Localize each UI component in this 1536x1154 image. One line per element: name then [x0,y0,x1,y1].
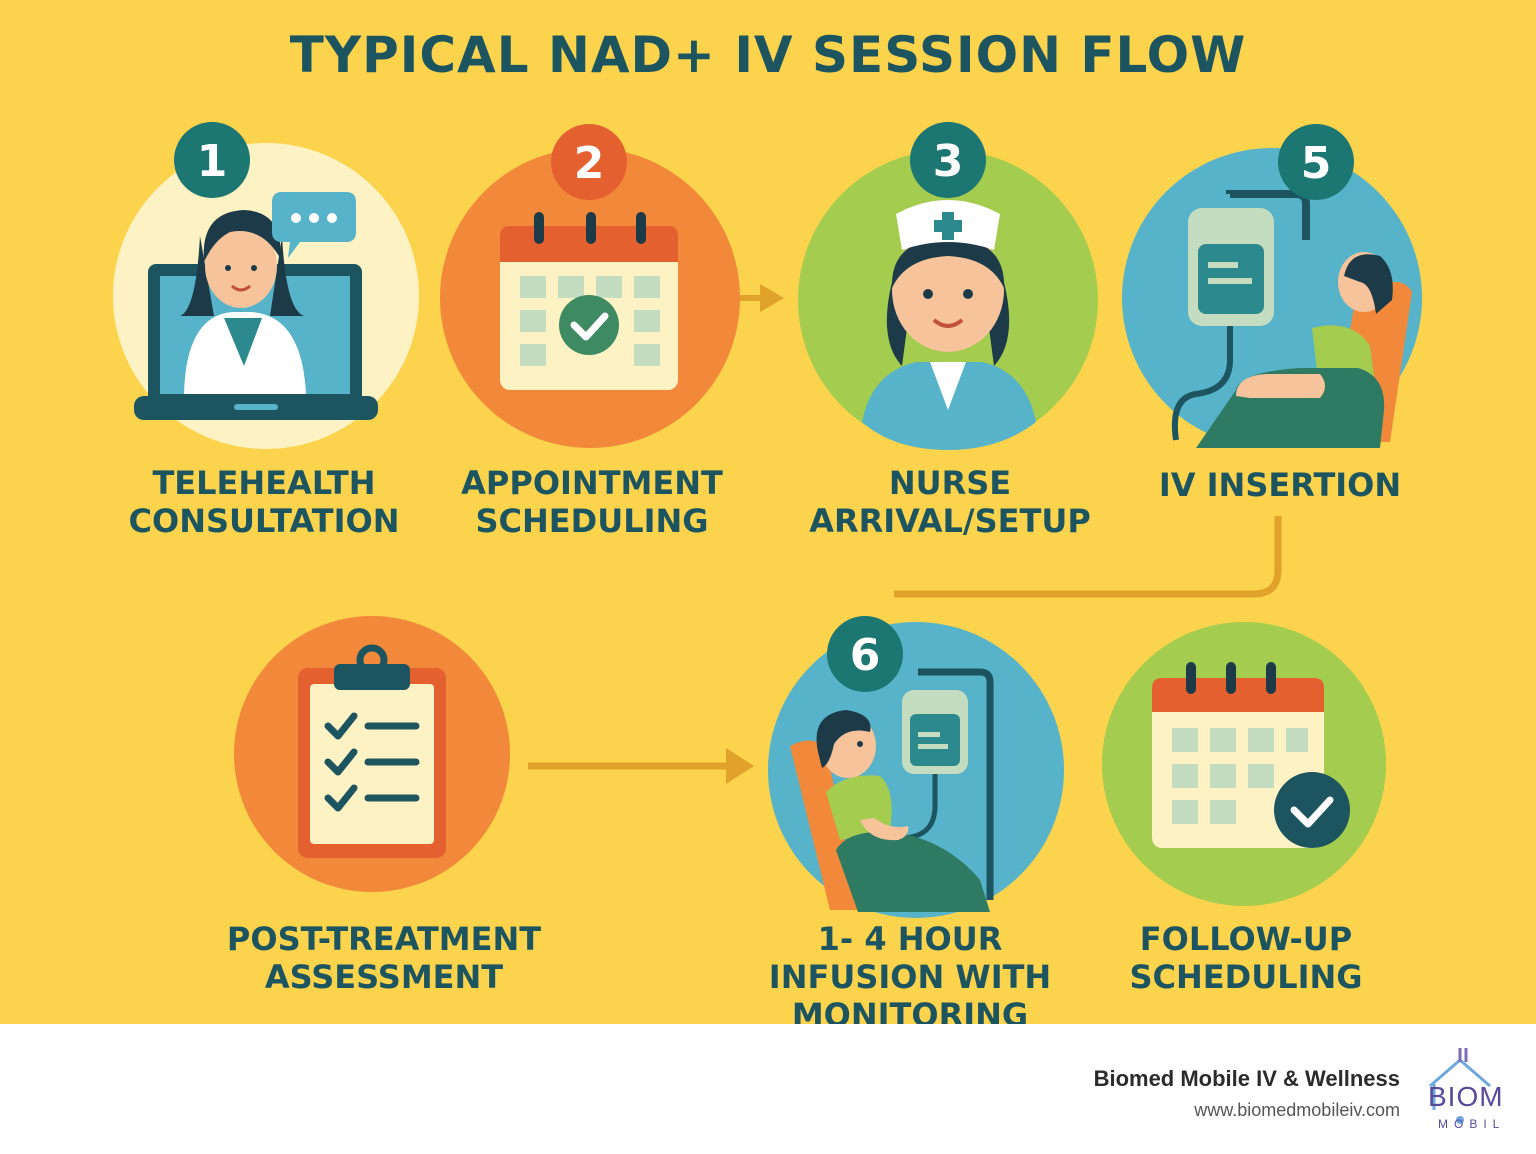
telehealth-laptop-icon [113,143,419,449]
logo-text-top: BIOM [1428,1081,1504,1112]
company-name: Biomed Mobile IV & Wellness [1093,1066,1400,1091]
connector-arrow-2-3 [736,284,784,312]
step-2-badge [551,124,627,200]
company-url[interactable]: www.biomedmobileiv.com [1194,1100,1400,1120]
connector-line-5-6 [894,516,1282,598]
infusion-monitoring-icon [768,622,1064,918]
infographic-poster: TYPICAL NAD+ IV SESSION FLOW [0,0,1536,1024]
step-3-number: 3 [933,136,964,187]
step-6-badge [827,616,903,692]
clipboard-checklist-icon [234,616,510,892]
flow-illustration: 1 2 [113,122,1422,918]
step-1-number: 1 [197,136,228,187]
step-label-nurse: NURSE ARRIVAL/SETUP [809,464,1091,540]
step-label-post-treatment: POST-TREATMENT ASSESSMENT [226,920,542,996]
calendar-check-icon [440,148,740,448]
nurse-icon [798,150,1098,450]
step-1-badge [174,122,250,198]
step-2-number: 2 [574,138,605,189]
step-label-follow-up: FOLLOW-UP SCHEDULING [1129,920,1363,996]
calendar-followup-icon [1102,622,1386,906]
step-label-telehealth: TELEHEALTH CONSULTATION [128,464,400,540]
step-5-number: 5 [1301,138,1332,189]
step-label-infusion: 1- 4 HOUR INFUSION WITH MONITORING [768,920,1052,1024]
step-3-badge [910,122,986,198]
step-5-badge [1278,124,1354,200]
page-title: TYPICAL NAD+ IV SESSION FLOW [289,26,1247,84]
step-6-number: 6 [850,630,881,681]
logo-text-bottom: MOBIL [1438,1117,1505,1131]
step-label-appointment: APPOINTMENT SCHEDULING [461,464,723,540]
step-label-iv-insertion: IV INSERTION [1158,466,1402,504]
iv-bag-icon [1122,148,1422,448]
footer: Biomed Mobile IV & Wellness www.biomedmo… [0,1024,1536,1154]
connector-arrow-post-6 [528,748,754,784]
biomed-logo-icon: BIOM MOBIL [1428,1048,1505,1131]
